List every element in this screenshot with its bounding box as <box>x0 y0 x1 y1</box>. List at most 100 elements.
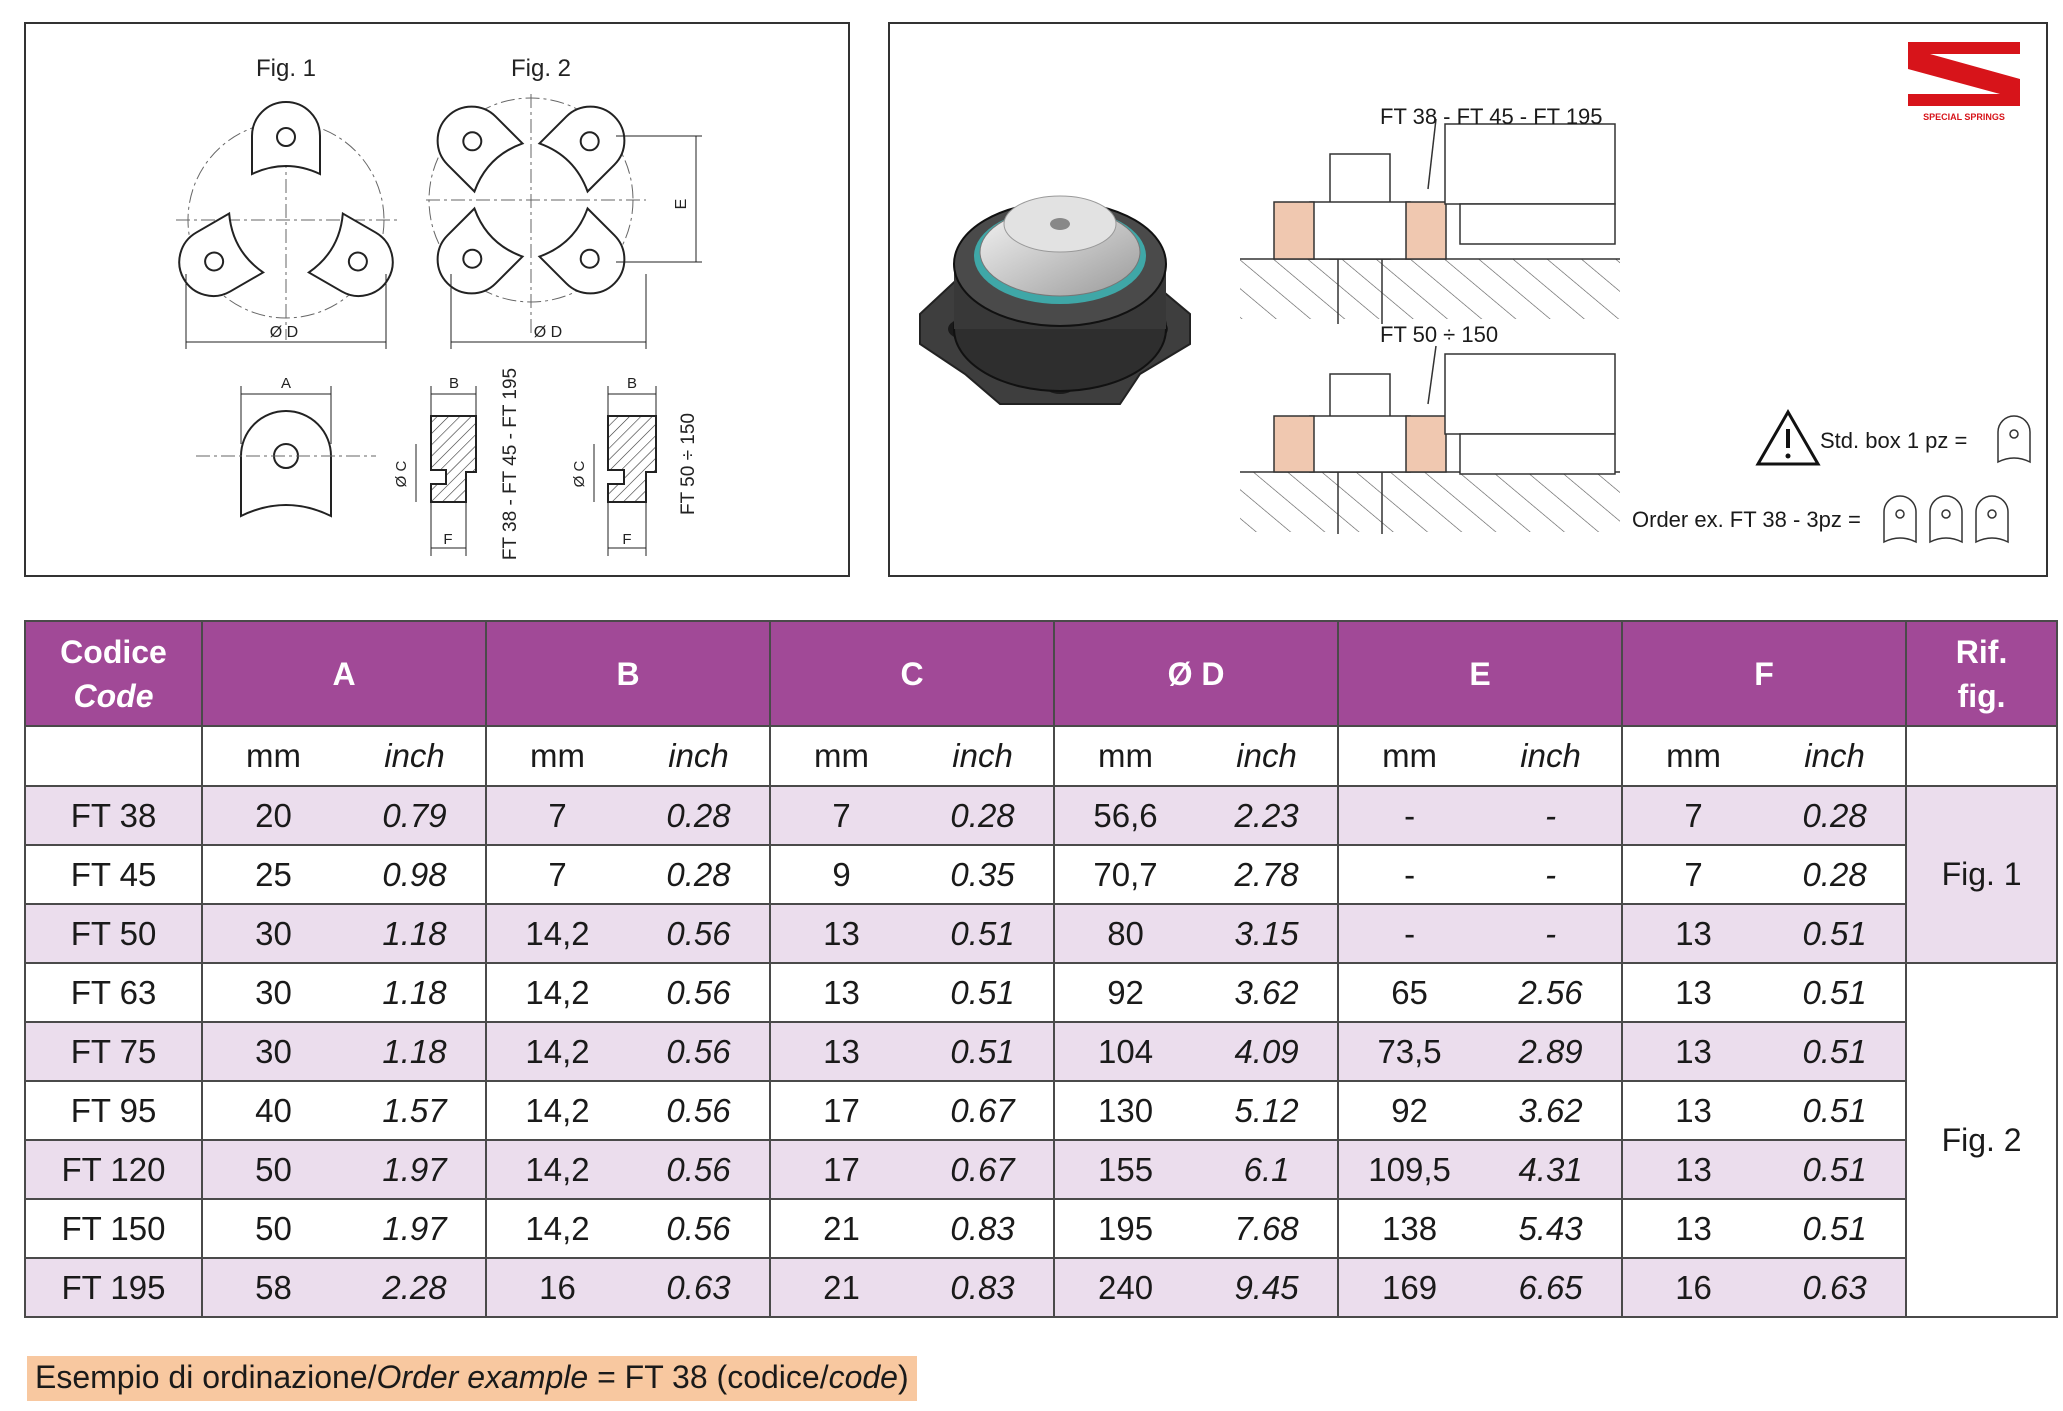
value-mm-cell: 70,7 <box>1053 844 1197 905</box>
value-inch-cell: 5.12 <box>1196 1080 1340 1141</box>
value-inch-cell: 9.45 <box>1196 1257 1340 1318</box>
value-inch-cell: 0.63 <box>628 1257 772 1318</box>
value-mm-cell: 169 <box>1337 1257 1481 1318</box>
value-mm-cell: 104 <box>1053 1021 1197 1082</box>
value-mm-cell: 17 <box>769 1139 913 1200</box>
value-mm-cell: 7 <box>1621 844 1765 905</box>
value-inch-cell: 4.09 <box>1196 1021 1340 1082</box>
code-cell: FT 45 <box>24 844 203 905</box>
col-header-a: A <box>200 620 488 727</box>
value-inch-cell: 0.98 <box>344 844 488 905</box>
value-inch-cell: 1.97 <box>344 1198 488 1259</box>
value-mm-cell: 56,6 <box>1053 785 1197 846</box>
value-inch-cell: 4.31 <box>1480 1139 1624 1200</box>
value-inch-cell: 0.56 <box>628 1080 772 1141</box>
dim-f-label: F <box>443 531 452 548</box>
value-inch-cell: 0.56 <box>628 962 772 1023</box>
value-inch-cell: - <box>1480 903 1624 964</box>
value-mm-cell: 240 <box>1053 1257 1197 1318</box>
dim-c-label: Ø C <box>571 461 588 488</box>
dim-d-label: Ø D <box>534 324 562 341</box>
unit-inch: inch <box>1764 725 1908 787</box>
value-inch-cell: 2.23 <box>1196 785 1340 846</box>
code-cell: FT 150 <box>24 1198 203 1259</box>
value-inch-cell: 0.56 <box>628 1139 772 1200</box>
unit-inch: inch <box>912 725 1056 787</box>
value-inch-cell: 3.62 <box>1480 1080 1624 1141</box>
value-inch-cell: 0.56 <box>628 1021 772 1082</box>
value-mm-cell: 50 <box>201 1198 344 1259</box>
value-mm-cell: 30 <box>201 903 344 964</box>
col-header-f: F <box>1621 620 1908 727</box>
section2-label: FT 50 ÷ 150 <box>678 413 699 515</box>
callout-top: FT 38 - FT 45 - FT 195 <box>1380 104 1603 129</box>
value-mm-cell: 21 <box>769 1198 913 1259</box>
value-inch-cell: 1.18 <box>344 962 488 1023</box>
value-mm-cell: 58 <box>201 1257 344 1318</box>
value-inch-cell: 7.68 <box>1196 1198 1340 1259</box>
value-inch-cell: 0.28 <box>1764 785 1908 846</box>
value-mm-cell: 138 <box>1337 1198 1481 1259</box>
value-inch-cell: 0.51 <box>912 1021 1056 1082</box>
value-mm-cell: 50 <box>201 1139 344 1200</box>
value-mm-cell: - <box>1337 785 1481 846</box>
value-inch-cell: 2.56 <box>1480 962 1624 1023</box>
value-mm-cell: 7 <box>1621 785 1765 846</box>
code-cell: FT 120 <box>24 1139 203 1200</box>
value-mm-cell: 7 <box>769 785 913 846</box>
code-cell: FT 195 <box>24 1257 203 1318</box>
section-view-bottom <box>1240 345 1620 534</box>
value-mm-cell: 73,5 <box>1337 1021 1481 1082</box>
assembly-panel: SPECIAL SPRINGS FT 38 - FT 45 - FT 195 F… <box>888 22 2048 577</box>
order-example-label: Order ex. FT 38 - 3pz = <box>1632 507 1861 532</box>
fig-ref-cell: Fig. 1 <box>1905 785 2059 964</box>
value-inch-cell: 0.51 <box>912 962 1056 1023</box>
value-inch-cell: 5.43 <box>1480 1198 1624 1259</box>
unit-inch: inch <box>628 725 772 787</box>
value-inch-cell: 6.1 <box>1196 1139 1340 1200</box>
value-inch-cell: 0.28 <box>912 785 1056 846</box>
unit-inch: inch <box>1480 725 1624 787</box>
unit-cell-empty <box>1905 725 2059 787</box>
brand-text: SPECIAL SPRINGS <box>1923 112 2005 122</box>
dim-d-label: Ø D <box>270 324 298 341</box>
callout-bottom: FT 50 ÷ 150 <box>1380 322 1499 347</box>
dim-c-label: Ø C <box>393 461 410 488</box>
value-mm-cell: 30 <box>201 962 344 1023</box>
value-inch-cell: - <box>1480 844 1624 905</box>
value-inch-cell: 0.51 <box>1764 1198 1908 1259</box>
value-inch-cell: 0.83 <box>912 1198 1056 1259</box>
value-mm-cell: 13 <box>1621 1139 1765 1200</box>
value-mm-cell: 80 <box>1053 903 1197 964</box>
value-inch-cell: 0.51 <box>912 903 1056 964</box>
dim-e-label: E <box>673 199 690 210</box>
code-cell: FT 50 <box>24 903 203 964</box>
value-mm-cell: 92 <box>1053 962 1197 1023</box>
value-inch-cell: 0.28 <box>628 785 772 846</box>
value-mm-cell: 14,2 <box>485 1139 629 1200</box>
value-mm-cell: 17 <box>769 1080 913 1141</box>
value-inch-cell: 0.83 <box>912 1257 1056 1318</box>
piece-icon <box>1975 495 2009 544</box>
std-box-label: Std. box 1 pz = <box>1820 428 1968 453</box>
value-mm-cell: - <box>1337 903 1481 964</box>
section1-label: FT 38 - FT 45 - FT 195 <box>500 368 521 560</box>
value-mm-cell: 13 <box>1621 1198 1765 1259</box>
value-inch-cell: 0.51 <box>1764 1080 1908 1141</box>
dim-f-label: F <box>622 531 631 548</box>
value-mm-cell: 9 <box>769 844 913 905</box>
value-mm-cell: 40 <box>201 1080 344 1141</box>
value-inch-cell: - <box>1480 785 1624 846</box>
col-header-c: C <box>769 620 1056 727</box>
fig1-label: Fig. 1 <box>256 55 316 82</box>
code-cell: FT 75 <box>24 1021 203 1082</box>
value-inch-cell: 0.51 <box>1764 903 1908 964</box>
value-inch-cell: 0.28 <box>1764 844 1908 905</box>
code-cell: FT 63 <box>24 962 203 1023</box>
value-mm-cell: 14,2 <box>485 1021 629 1082</box>
